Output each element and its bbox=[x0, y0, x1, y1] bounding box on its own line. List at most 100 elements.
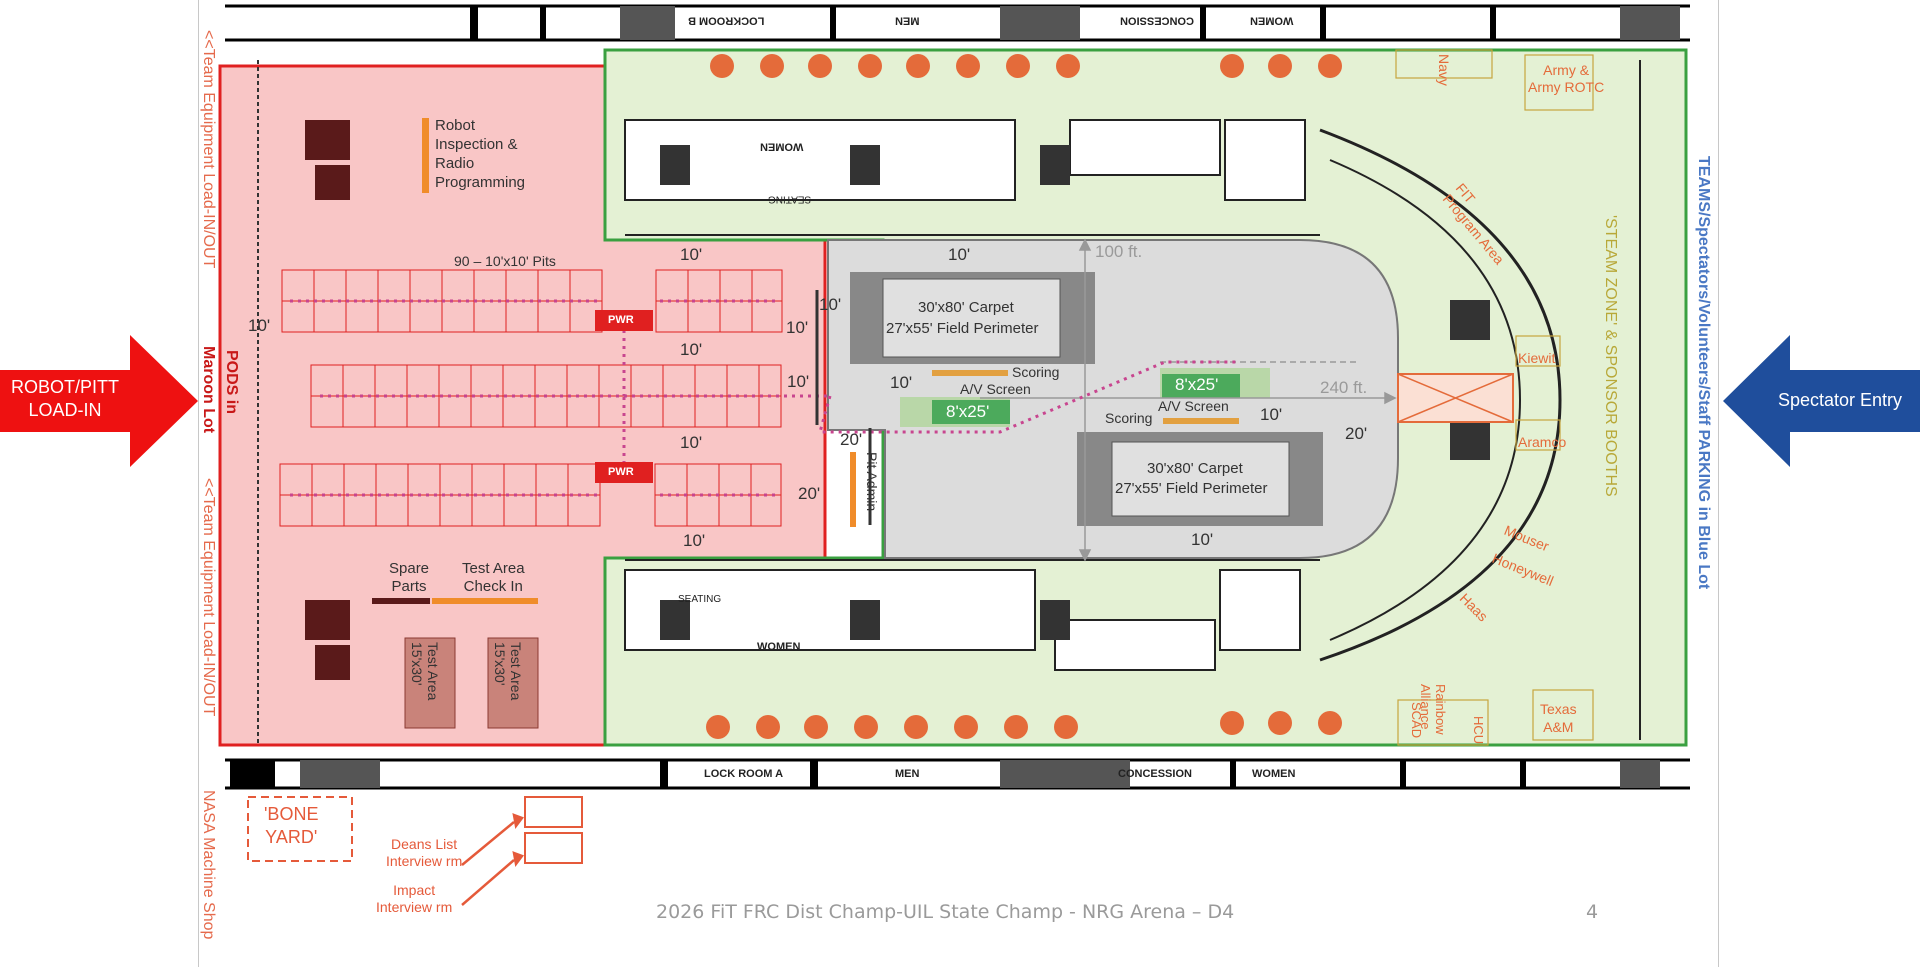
screen-1-size-label: 8'x25' bbox=[946, 402, 990, 421]
test-area-1 bbox=[404, 637, 456, 729]
top-orange-circles bbox=[710, 54, 1342, 78]
pit-admin-label: Pit Admin bbox=[864, 452, 880, 512]
dim-10-i: 10' bbox=[948, 245, 971, 264]
dim-10-e: 10' bbox=[787, 372, 810, 391]
dim-240ft: 240 ft. bbox=[1320, 378, 1368, 397]
dim-10-g: 10' bbox=[683, 531, 706, 550]
av-screen-2-label: A/V Screen bbox=[1158, 398, 1229, 414]
spectator-entry-label: Spectator Entry bbox=[1777, 390, 1903, 410]
interview-arrows bbox=[461, 813, 525, 906]
dim-10-f: 10' bbox=[680, 433, 703, 452]
women-lower-label: WOMEN bbox=[757, 641, 801, 653]
hcu-label: HCU bbox=[1471, 716, 1486, 745]
dim-10-a: 10' bbox=[680, 245, 703, 264]
bone-yard-box bbox=[247, 796, 353, 862]
av-screen-1 bbox=[932, 400, 1010, 424]
bottom-hatched-blocks bbox=[230, 760, 1660, 788]
sponsor-booths bbox=[1395, 49, 1594, 746]
pit-admin-bar bbox=[850, 452, 856, 527]
women-top-label: WOMEN bbox=[1250, 14, 1294, 27]
top-building-wall bbox=[225, 4, 1690, 790]
maroon-lot-label: Maroon Lot bbox=[200, 346, 217, 434]
scoring-bar-1 bbox=[932, 370, 1008, 376]
robot-inspection-bar bbox=[422, 118, 429, 193]
bottom-orange-circles bbox=[706, 711, 1342, 739]
curved-seating-outer bbox=[1319, 128, 1562, 662]
men-bottom-label: MEN bbox=[895, 768, 920, 780]
footer-page-number: 4 bbox=[1586, 901, 1599, 923]
parking-label: TEAMS/Spectators/Volunteers/Staff PARKIN… bbox=[1695, 156, 1712, 590]
field-2-perimeter-label: 27'x55' Field Perimeter bbox=[1115, 480, 1268, 497]
army-label: Army &Army ROTC bbox=[1528, 62, 1605, 95]
pwr-label-2: PWR bbox=[608, 466, 634, 478]
dim-20-c: 20' bbox=[1345, 424, 1368, 443]
impact-room bbox=[524, 832, 583, 864]
top-hatched-blocks bbox=[470, 6, 1680, 40]
footer-title: 2026 FiT FRC Dist Champ-UIL State Champ … bbox=[656, 901, 1235, 923]
concession-bottom-label: CONCESSION bbox=[1118, 768, 1192, 780]
curved-seating-inner bbox=[1329, 159, 1522, 641]
scoring-bar-2 bbox=[1163, 418, 1239, 424]
screen-2-size-label: 8'x25' bbox=[1175, 375, 1219, 394]
pits-count-label: 90 – 10'x10' Pits bbox=[454, 253, 556, 269]
kiewit-label: Kiewit bbox=[1518, 350, 1556, 366]
seating-hatch bbox=[660, 145, 1490, 640]
scoring-2-label: Scoring bbox=[1105, 410, 1153, 426]
inspection-rooms bbox=[305, 120, 350, 680]
spare-parts-bar bbox=[372, 598, 430, 604]
field-1-carpet-label: 30'x80' Carpet bbox=[918, 299, 1014, 316]
dim-10-k: 10' bbox=[1260, 405, 1283, 424]
seating-upper-label: SEATING bbox=[768, 193, 812, 205]
av-screen-2 bbox=[1162, 374, 1240, 398]
dim-100ft: 100 ft. bbox=[1095, 242, 1143, 261]
slide-left-border bbox=[198, 0, 199, 967]
field-2-carpet-label: 30'x80' Carpet bbox=[1147, 460, 1243, 477]
women-bottom-label: WOMEN bbox=[1252, 768, 1296, 780]
lockroom-a-label: LOCK ROOM A bbox=[704, 768, 784, 780]
stand-divider-lines bbox=[625, 60, 1641, 740]
dim-10-c: 10' bbox=[786, 318, 809, 337]
lockroom-b-label: LOCKROOM B bbox=[688, 14, 765, 27]
concession-top-label: CONCESSION bbox=[1120, 14, 1194, 27]
robot-load-in-arrow bbox=[0, 335, 198, 467]
pwr-label-1: PWR bbox=[608, 314, 634, 326]
team-equipment-bottom-label: <<Team Equipment Load-IN/OUT bbox=[200, 478, 217, 717]
women-upper-label: WOMEN bbox=[760, 140, 804, 153]
spectator-entry-arrow bbox=[1723, 335, 1920, 467]
av-screen-1-label: A/V Screen bbox=[960, 381, 1031, 397]
pods-in-label: PODS in bbox=[223, 350, 240, 415]
dim-10-d: 10' bbox=[680, 340, 703, 359]
deans-list-room bbox=[524, 796, 583, 828]
check-in-bar bbox=[432, 598, 538, 604]
dim-10-l: 10' bbox=[1191, 530, 1214, 549]
test-area-2 bbox=[487, 637, 539, 729]
pwr-box-1 bbox=[595, 310, 653, 331]
scoring-1-label: Scoring bbox=[1012, 364, 1060, 380]
field-1-perimeter-label: 27'x55' Field Perimeter bbox=[886, 320, 1039, 337]
dim-10-b: 10' bbox=[248, 316, 271, 335]
field-2 bbox=[1077, 432, 1323, 526]
field-1 bbox=[850, 272, 1095, 364]
team-equipment-top-label: <<Team Equipment Load-IN/OUT bbox=[200, 30, 217, 269]
dim-20-a: 20' bbox=[798, 484, 821, 503]
navy-label: Navy bbox=[1436, 54, 1452, 86]
cable-lines bbox=[290, 299, 1240, 497]
pwr-box-2 bbox=[595, 462, 653, 483]
dim-10-h: 10' bbox=[819, 295, 842, 314]
men-top-label: MEN bbox=[895, 14, 920, 27]
seating-lower-label: SEATING bbox=[678, 594, 722, 605]
dim-10-j: 10' bbox=[890, 373, 913, 392]
aramco-label: Aramco bbox=[1518, 434, 1567, 450]
nasa-machine-shop-label: NASA Machine Shop bbox=[200, 790, 217, 940]
